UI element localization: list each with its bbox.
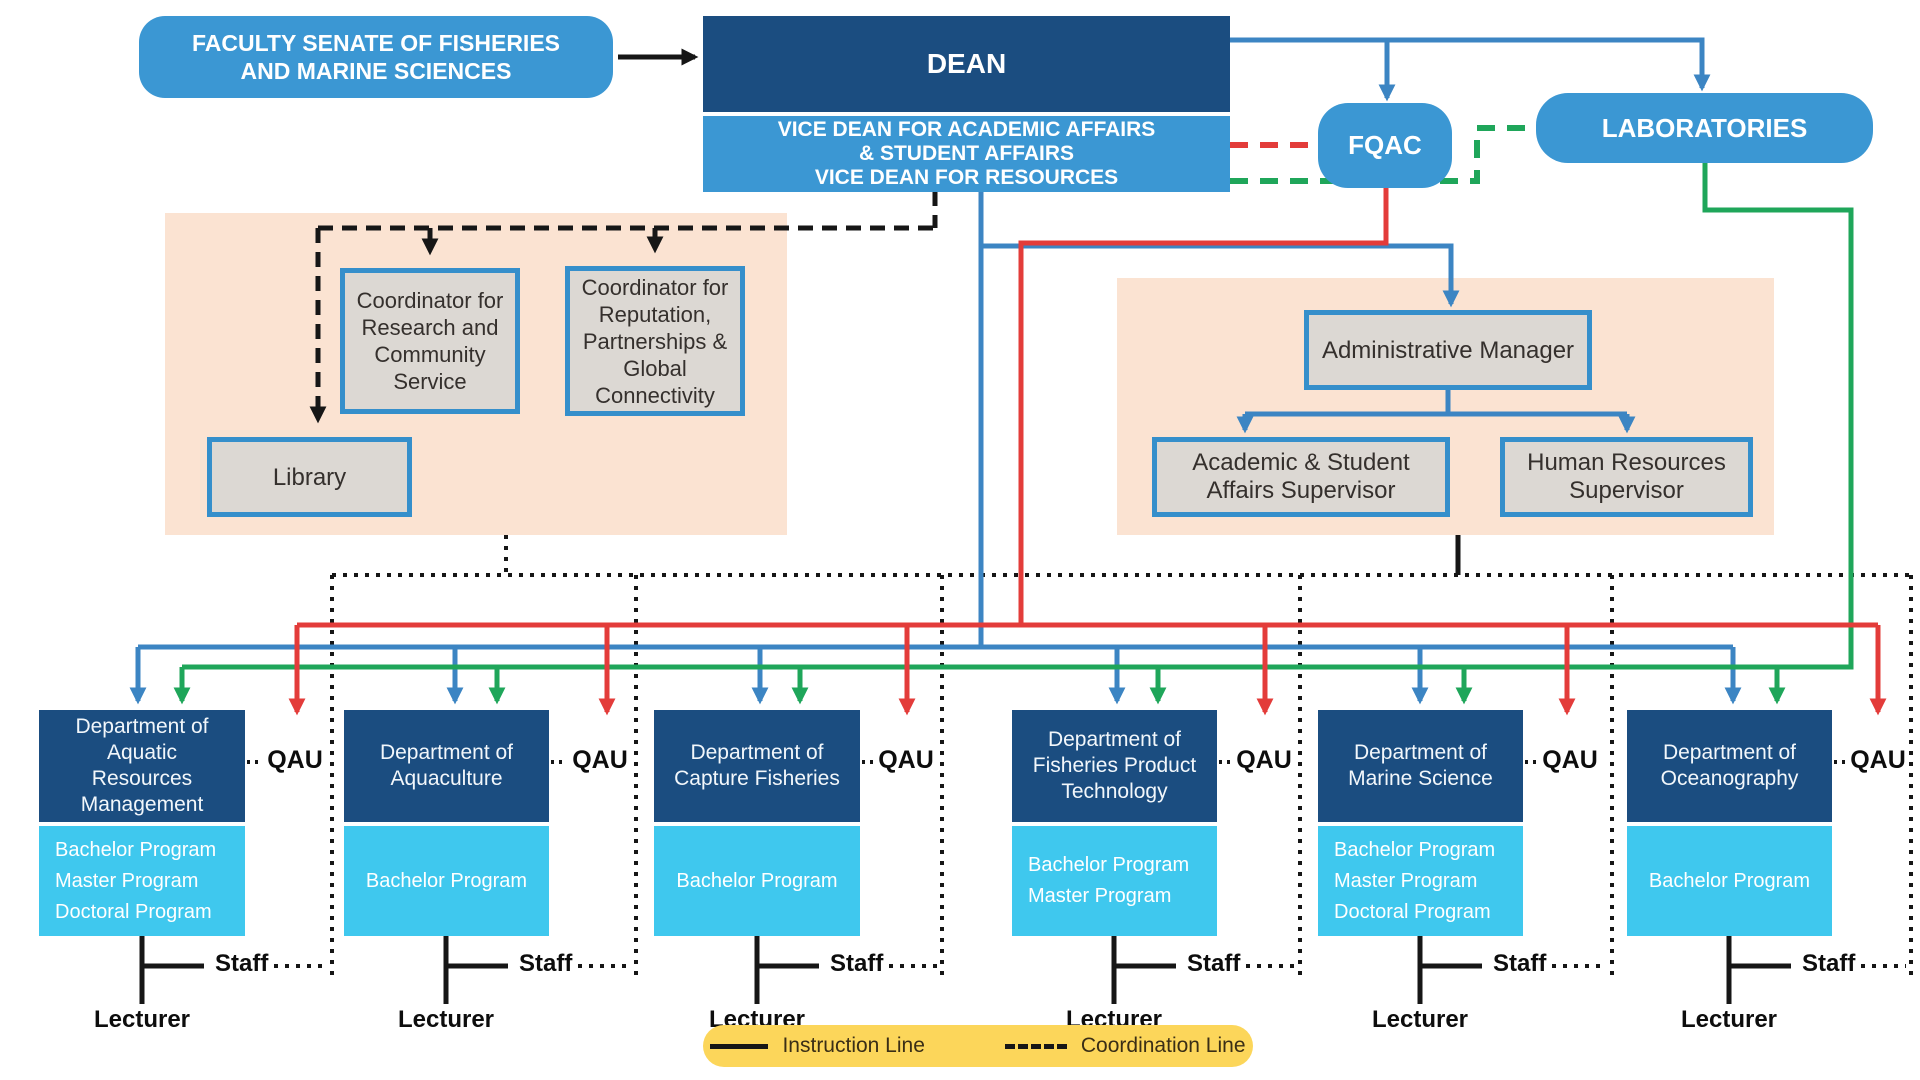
laboratories-box: LABORATORIES: [1536, 93, 1873, 163]
department-marine-science: Department of Marine Science: [1318, 710, 1523, 822]
qau-label-2: QAU: [572, 746, 628, 774]
qau-label-1: QAU: [267, 746, 323, 774]
coordinator-research-box: Coordinator for Research and Community S…: [340, 268, 520, 414]
qau-label-4: QAU: [1236, 746, 1292, 774]
academic-student-supervisor-box: Academic & Student Affairs Supervisor: [1152, 437, 1450, 517]
lecturer-label-5: Lecturer: [1371, 1006, 1469, 1033]
blue-instruction-lines: [129, 37, 1742, 705]
staff-label-4: Staff: [1187, 950, 1241, 977]
staff-label-5: Staff: [1493, 950, 1547, 977]
dean-box: DEAN: [703, 16, 1230, 112]
department-aquaculture: Department of Aquaculture: [344, 710, 549, 822]
staff-label-6: Staff: [1802, 950, 1856, 977]
programs-marine-science: Bachelor Program Master Program Doctoral…: [1318, 826, 1523, 936]
programs-capture-fisheries: Bachelor Program: [654, 826, 860, 936]
department-aquatic-resources: Department of Aquatic Resources Manageme…: [39, 710, 245, 822]
department-capture-fisheries: Department of Capture Fisheries: [654, 710, 860, 822]
black-dotted-links: [247, 535, 1913, 976]
programs-oceanography: Bachelor Program: [1627, 826, 1832, 936]
department-oceanography: Department of Oceanography: [1627, 710, 1832, 822]
lecturer-label-6: Lecturer: [1680, 1006, 1778, 1033]
black-instruction-lines: [139, 48, 1791, 1004]
qau-label-6: QAU: [1850, 746, 1906, 774]
fqac-box: FQAC: [1318, 103, 1452, 188]
lecturer-label-1: Lecturer: [93, 1006, 191, 1033]
lecturer-label-2: Lecturer: [397, 1006, 495, 1033]
administrative-manager-box: Administrative Manager: [1304, 310, 1592, 390]
staff-label-2: Staff: [519, 950, 573, 977]
qau-label-3: QAU: [878, 746, 934, 774]
black-coordination-lines: [309, 191, 938, 424]
red-instruction-lines: [288, 188, 1887, 716]
programs-fisheries-product: Bachelor Program Master Program: [1012, 826, 1217, 936]
hr-supervisor-box: Human Resources Supervisor: [1500, 437, 1753, 517]
vice-dean-box: VICE DEAN FOR ACADEMIC AFFAIRS & STUDENT…: [703, 116, 1230, 192]
programs-aquaculture: Bachelor Program: [344, 826, 549, 936]
staff-label-1: Staff: [215, 950, 269, 977]
library-box: Library: [207, 437, 412, 517]
programs-aquatic-resources: Bachelor Program Master Program Doctoral…: [39, 826, 245, 936]
legend-coordination-label: Coordination Line: [1080, 1034, 1246, 1057]
legend-instruction-label: Instruction Line: [782, 1034, 925, 1057]
staff-label-3: Staff: [830, 950, 884, 977]
coordinator-reputation-box: Coordinator for Reputation, Partnerships…: [565, 266, 745, 416]
green-instruction-lines: [173, 163, 1854, 705]
qau-label-5: QAU: [1542, 746, 1598, 774]
legend: Instruction Line Coordination Line: [703, 1025, 1253, 1067]
coordination-line-swatch: [1004, 1043, 1067, 1049]
faculty-senate-box: FACULTY SENATE OF FISHERIES AND MARINE S…: [139, 16, 613, 98]
department-fisheries-product: Department of Fisheries Product Technolo…: [1012, 710, 1217, 822]
instruction-line-swatch: [710, 1043, 769, 1049]
